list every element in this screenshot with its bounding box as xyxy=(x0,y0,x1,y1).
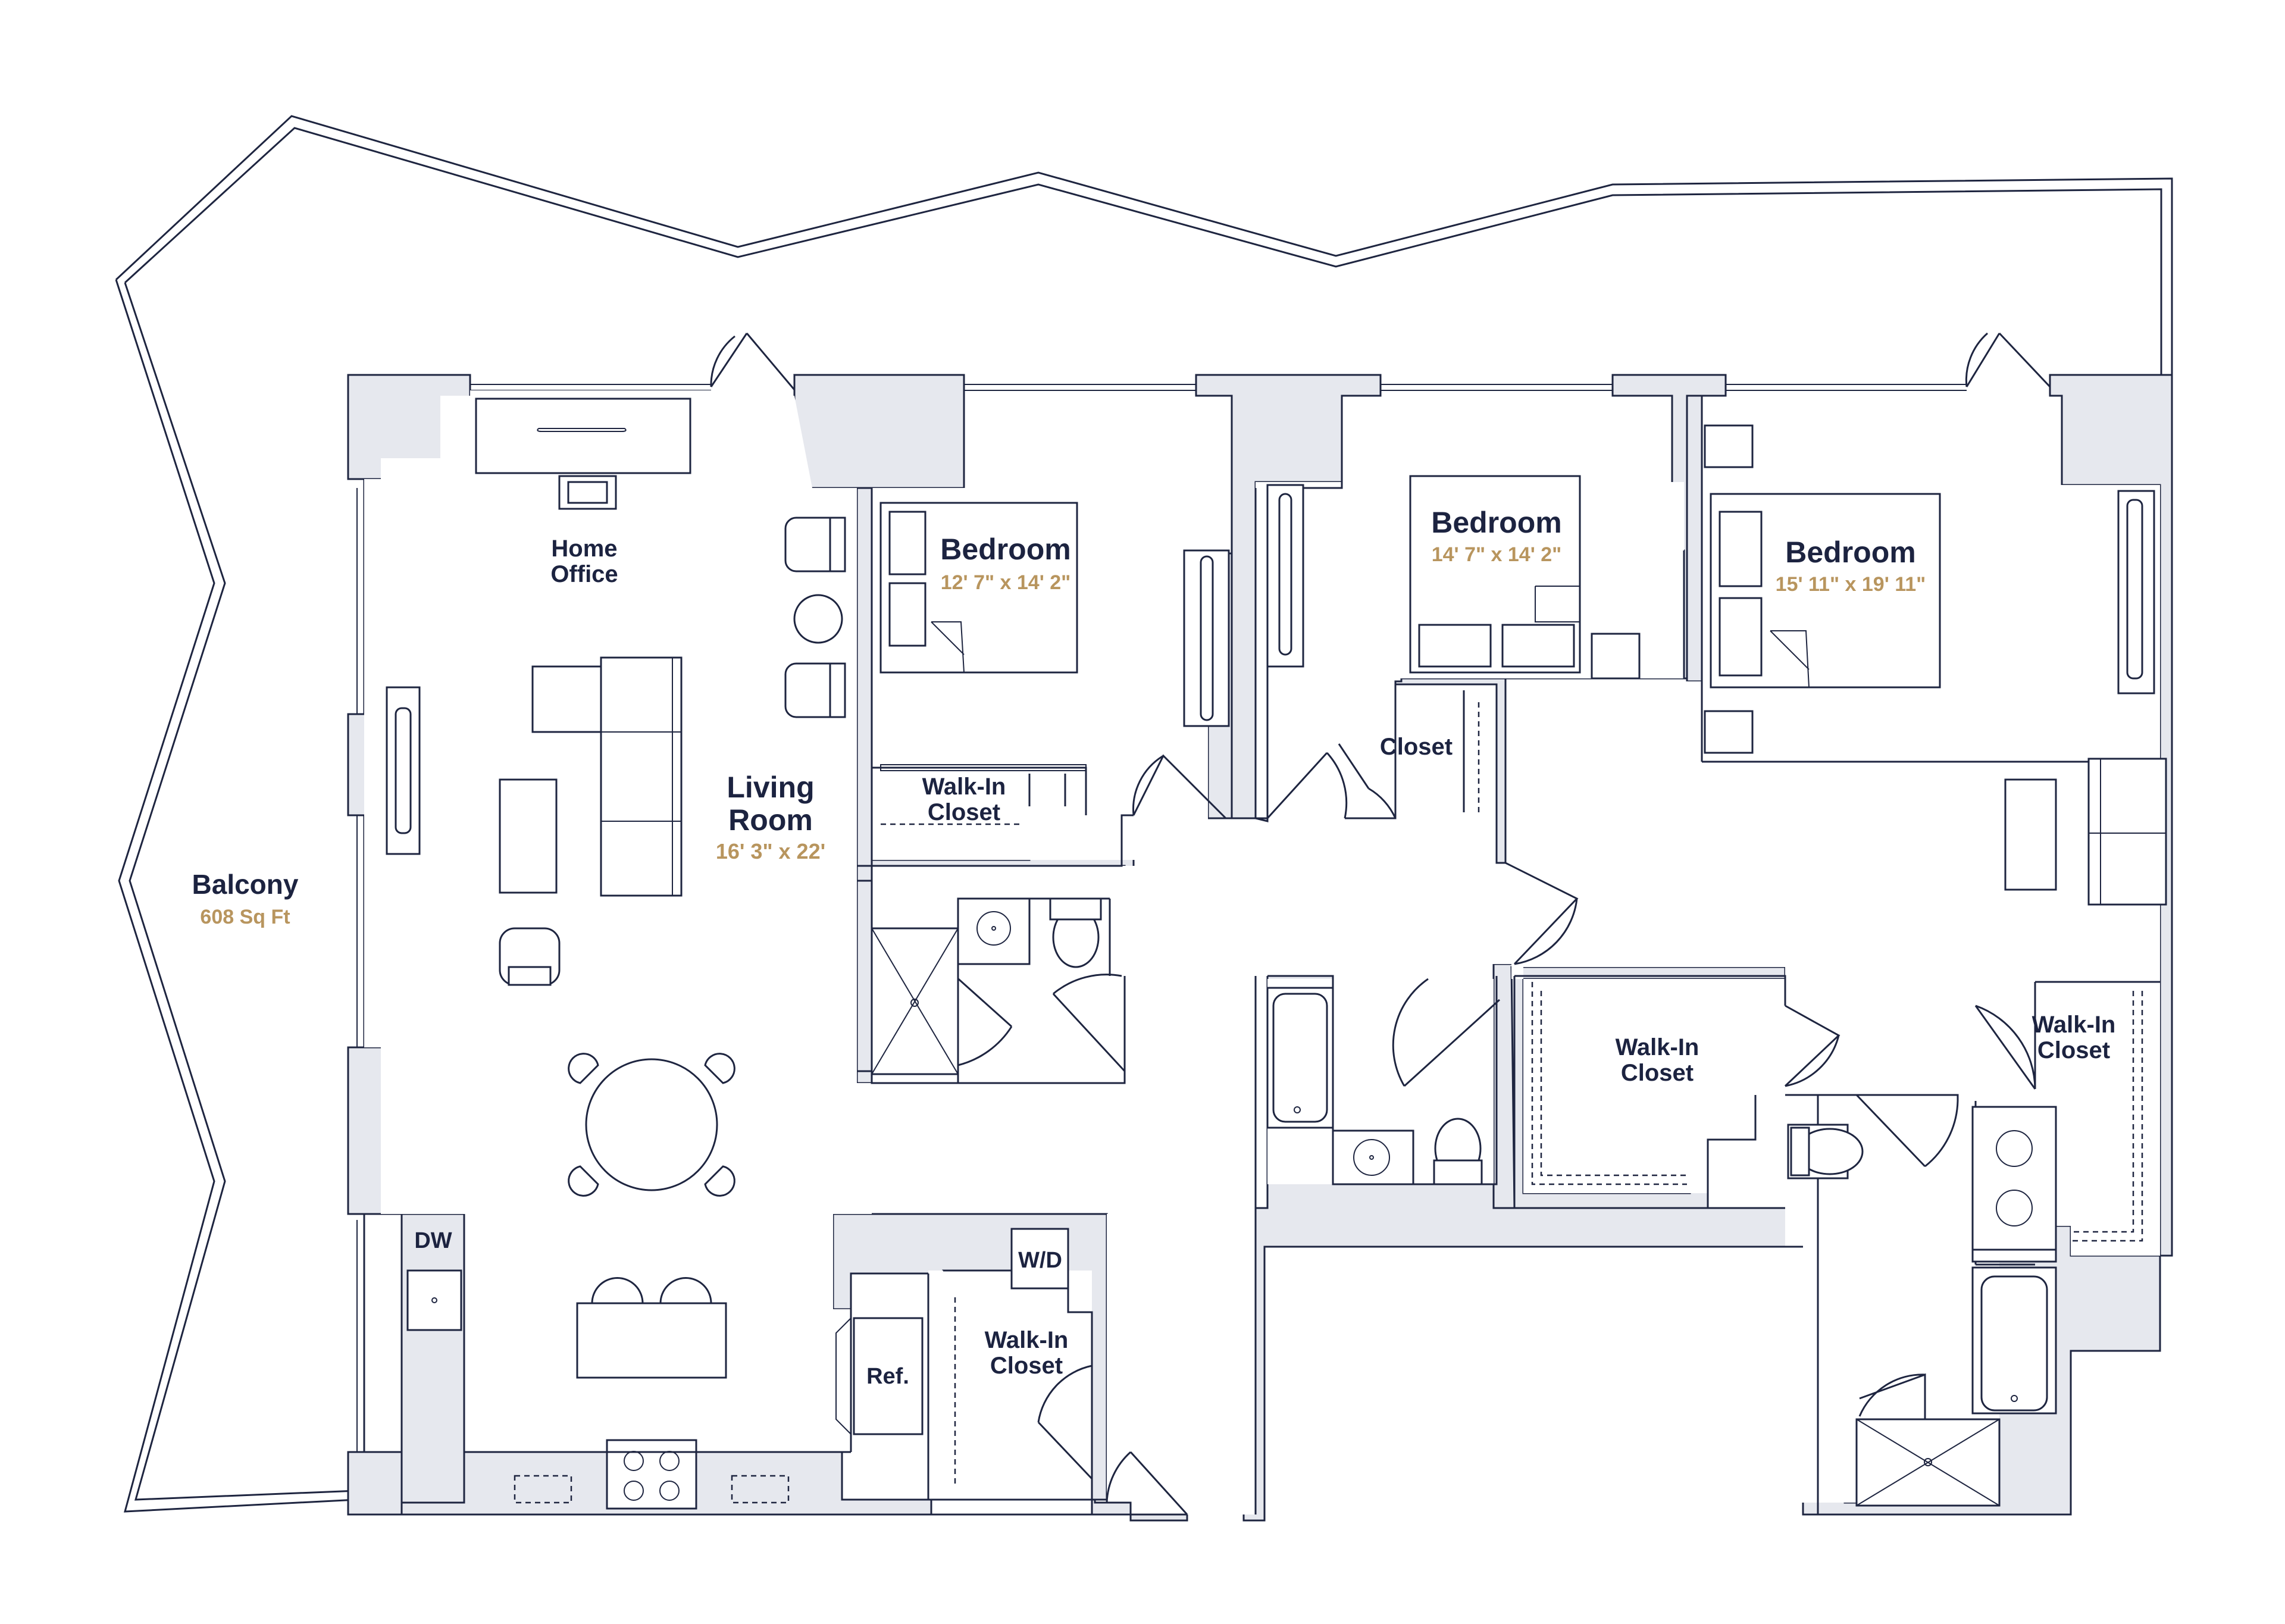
furniture xyxy=(386,398,2167,1510)
labels: Balcony 608 Sq Ft Home Office Living Roo… xyxy=(192,506,2116,1389)
closet-label: Closet xyxy=(1380,734,1453,760)
home-office-label-2: Office xyxy=(550,561,618,587)
living-room-label-1: Living xyxy=(727,771,814,804)
bedroom-2-dims: 14' 7" x 14' 2" xyxy=(1432,543,1562,566)
walk-in-closet-2-label-1: Walk-In xyxy=(1616,1034,1699,1060)
living-room-dims: 16' 3" x 22' xyxy=(716,839,825,863)
walk-in-closet-4-label-2: Closet xyxy=(990,1353,1063,1379)
balcony-area: 608 Sq Ft xyxy=(200,906,290,928)
living-room-label-2: Room xyxy=(728,803,813,837)
doors xyxy=(710,332,2051,1516)
bedroom-2-label: Bedroom xyxy=(1431,506,1561,539)
bedroom-3-dims: 15' 11" x 19' 11" xyxy=(1776,573,1926,596)
dishwasher-label: DW xyxy=(414,1228,452,1253)
bedroom-3-label: Bedroom xyxy=(1785,536,1915,569)
balcony-label: Balcony xyxy=(192,869,299,900)
bedroom-1-label: Bedroom xyxy=(940,533,1070,566)
walk-in-closet-3-label-2: Closet xyxy=(2037,1037,2110,1063)
walk-in-closet-4-label-1: Walk-In xyxy=(985,1327,1069,1353)
walk-in-closet-2-label-2: Closet xyxy=(1621,1060,1694,1086)
walk-in-closet-1-label-1: Walk-In xyxy=(922,774,1006,800)
bedroom-1-dims: 12' 7" x 14' 2" xyxy=(941,571,1071,594)
refrigerator-label: Ref. xyxy=(866,1364,909,1389)
walk-in-closet-3-label-1: Walk-In xyxy=(2032,1012,2116,1038)
balcony-outline xyxy=(115,115,2173,1513)
washer-dryer-label: W/D xyxy=(1018,1248,1062,1273)
home-office-label-1: Home xyxy=(551,536,617,562)
walk-in-closet-1-label-2: Closet xyxy=(928,799,1000,825)
